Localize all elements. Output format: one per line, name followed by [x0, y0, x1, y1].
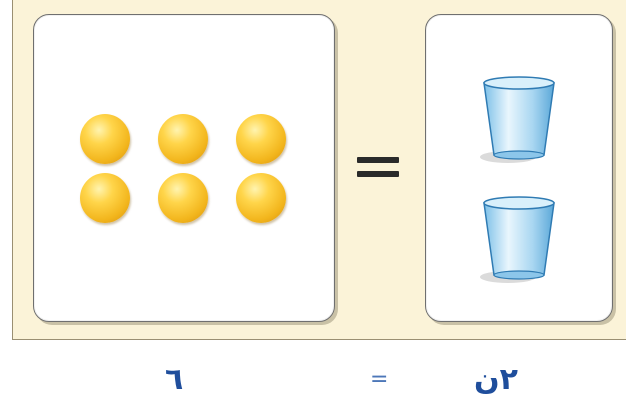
- counter-icon: [236, 114, 286, 164]
- cup-icon: [480, 76, 555, 163]
- counter-icon: [80, 114, 130, 164]
- counter-icon: [158, 114, 208, 164]
- equals-sign-mat: [357, 155, 399, 181]
- counter-icon: [80, 173, 130, 223]
- counter-icon: [158, 173, 208, 223]
- cups-card: [425, 14, 613, 322]
- counters-card: [33, 14, 335, 322]
- counter-icon: [236, 173, 286, 223]
- equation-right-expression: ٢ن: [474, 362, 518, 397]
- equation-left-value: ٦: [165, 362, 184, 397]
- equation-equals: =: [370, 367, 389, 392]
- cup-icon: [480, 196, 555, 283]
